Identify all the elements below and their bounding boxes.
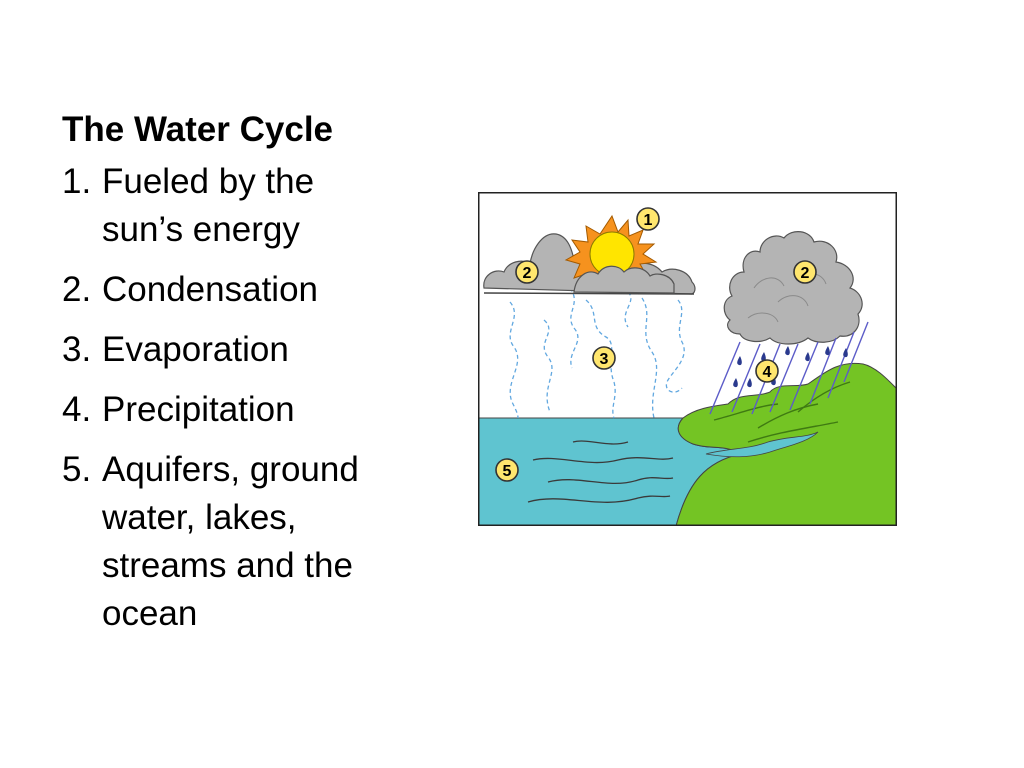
marker-4: 4 bbox=[755, 359, 779, 383]
rain-cloud bbox=[723, 231, 863, 345]
sun-icon bbox=[564, 214, 658, 285]
list-item-text: Condensation bbox=[102, 270, 318, 309]
list-item-number: 4. bbox=[62, 390, 92, 429]
list-item: 2. Condensation bbox=[62, 266, 392, 314]
list-item-text: Fueled by the sun’s energy bbox=[102, 162, 315, 249]
list-item: 5. Aquifers, ground water, lakes, stream… bbox=[62, 446, 392, 638]
left-cloud-front bbox=[573, 265, 675, 294]
marker-2-right: 2 bbox=[793, 260, 817, 284]
mountain-ridges bbox=[713, 381, 851, 443]
list-item-number: 5. bbox=[62, 450, 92, 489]
list-item-text: Aquifers, ground water, lakes, streams a… bbox=[102, 450, 359, 633]
list-item-number: 1. bbox=[62, 162, 92, 201]
water-cycle-illustration: 1 2 2 3 4 5 bbox=[478, 192, 897, 526]
diagram-frame bbox=[478, 192, 897, 526]
slide-title: The Water Cycle bbox=[62, 110, 334, 149]
slide-text: The Water Cycle 1. Fueled by the sun’s e… bbox=[62, 108, 392, 650]
marker-1-label: 1 bbox=[644, 212, 653, 229]
marker-2-right-label: 2 bbox=[801, 265, 810, 282]
list-item-number: 2. bbox=[62, 270, 92, 309]
list-item: 4. Precipitation bbox=[62, 386, 392, 434]
list-item-number: 3. bbox=[62, 330, 92, 369]
marker-3: 3 bbox=[592, 346, 616, 370]
list-item-text: Evaporation bbox=[102, 330, 289, 369]
numbered-list: 1. Fueled by the sun’s energy 2. Condens… bbox=[62, 158, 392, 638]
marker-5: 5 bbox=[495, 458, 519, 482]
list-item: 3. Evaporation bbox=[62, 326, 392, 374]
marker-3-label: 3 bbox=[600, 351, 609, 368]
water-cycle-diagram: 1 2 2 3 4 5 bbox=[478, 192, 897, 526]
marker-5-label: 5 bbox=[503, 463, 512, 480]
marker-1: 1 bbox=[636, 207, 660, 231]
list-item: 1. Fueled by the sun’s energy bbox=[62, 158, 392, 254]
rain-lines bbox=[709, 321, 869, 415]
left-cloud-base bbox=[483, 292, 695, 295]
marker-2-left: 2 bbox=[515, 260, 539, 284]
marker-4-label: 4 bbox=[763, 364, 772, 381]
marker-2-left-label: 2 bbox=[523, 265, 532, 282]
stream bbox=[705, 431, 819, 458]
list-item-text: Precipitation bbox=[102, 390, 295, 429]
